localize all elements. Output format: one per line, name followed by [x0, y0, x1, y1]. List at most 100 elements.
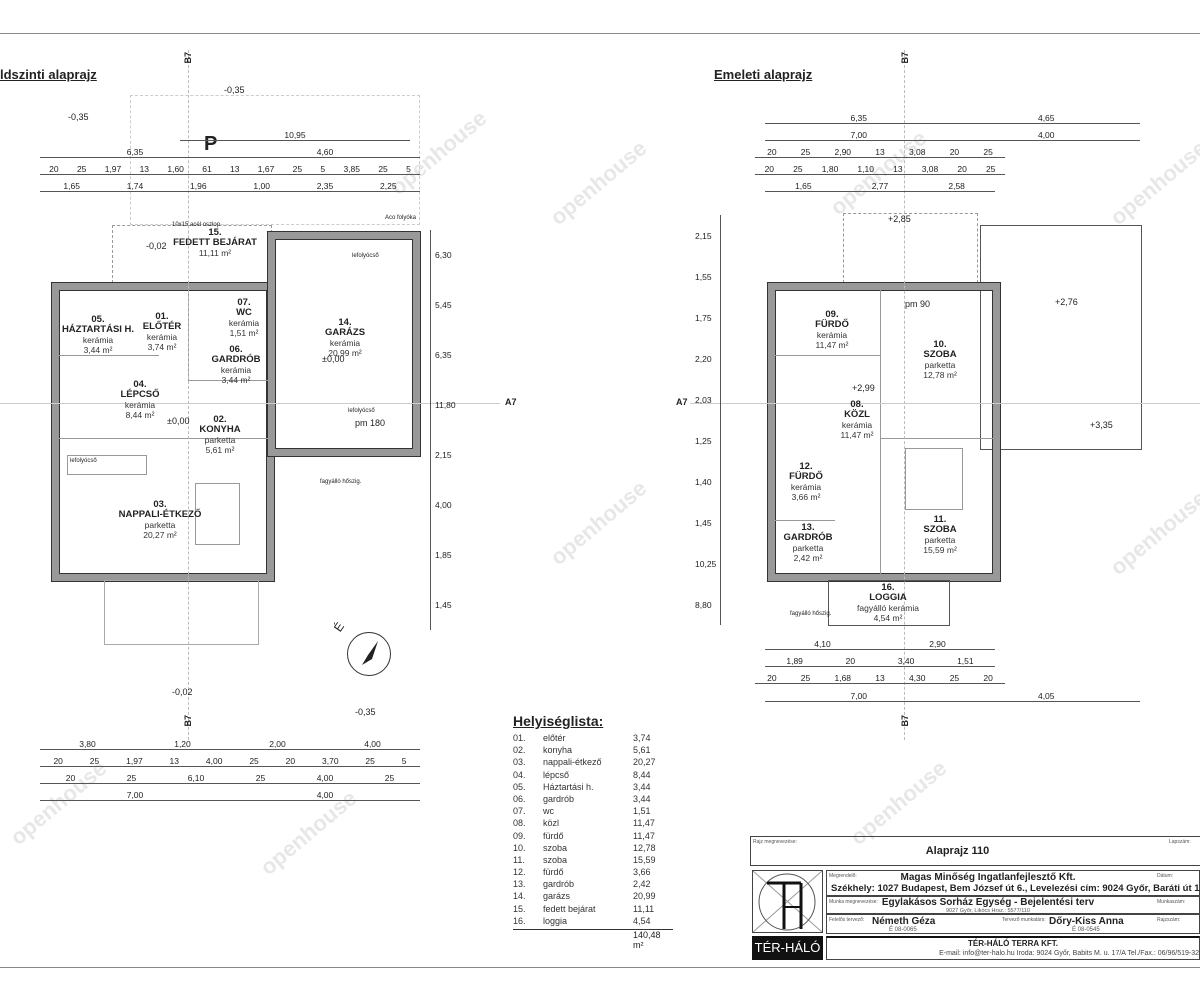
- dimension-value: 2,77: [871, 181, 889, 191]
- dimension-value: 1,25: [695, 435, 712, 446]
- watermark: openhouse: [1105, 485, 1200, 580]
- field-label: Munka megnevezése:: [829, 899, 878, 905]
- dimension-value: 13: [875, 673, 885, 683]
- dimension-value: 4,05: [1037, 691, 1055, 701]
- field-label: Megrendelő:: [829, 873, 857, 879]
- sheet-top-border: [0, 33, 1200, 34]
- interior-wall: [188, 380, 268, 381]
- room-number: 14.: [513, 891, 526, 902]
- axis-line-b7: [188, 50, 189, 740]
- dimension-value: 3,40: [897, 656, 915, 666]
- dimension-value: 2,15: [435, 450, 452, 460]
- room-number: 07.: [513, 806, 526, 817]
- room-area: 3,44: [633, 793, 651, 804]
- dimension-value: 1,20: [174, 739, 191, 749]
- room-number: 04.: [513, 769, 526, 780]
- dimension-value: 5: [320, 164, 326, 174]
- dimension-value: 6,35: [435, 350, 452, 360]
- axis-label-b7: B7: [900, 715, 910, 727]
- dimension-value: 4,00: [1037, 130, 1055, 140]
- dimension-value: 20: [767, 147, 777, 157]
- dimension-value: 3,08: [908, 147, 926, 157]
- sheet-bottom-border: [0, 967, 1200, 968]
- axis-label-b7: B7: [183, 715, 193, 727]
- room-number: 15.: [513, 903, 526, 914]
- client-box: Megrendelő: Magas Minőség Ingatlanfejles…: [826, 870, 1200, 896]
- roof-outline: [843, 213, 978, 283]
- dimension-value: 4,65: [1037, 113, 1055, 123]
- room-area: 11,47: [633, 830, 655, 841]
- client-address: Székhely: 1027 Budapest, Bem József út 6…: [831, 883, 1200, 894]
- dimension-value: 8,80: [695, 599, 712, 610]
- dimension-value: 1,74: [126, 181, 144, 191]
- dimension-value: 2,15: [695, 230, 712, 241]
- axis-line-a7: [0, 403, 500, 404]
- room-name: lépcső: [543, 769, 570, 780]
- room-name: előtér: [543, 733, 566, 743]
- dimension-value: 25: [126, 773, 137, 783]
- note: pm 90: [905, 299, 931, 309]
- upper-walls: [768, 283, 1000, 581]
- dimension-value: 1,97: [104, 164, 122, 174]
- interior-wall: [880, 290, 881, 580]
- axis-label-b7: B7: [183, 52, 193, 64]
- room-area: 20,27: [633, 757, 656, 768]
- co-designer-id: É 08-0545: [1072, 927, 1100, 933]
- logo-mark: [752, 870, 823, 933]
- room-name: Háztartási h.: [543, 781, 594, 792]
- room-number: 05.: [513, 781, 526, 792]
- field-label: Lapszám:: [1169, 839, 1191, 845]
- dimension-value: 20: [285, 756, 296, 766]
- room-name: fürdő: [543, 867, 564, 878]
- axis-label-b7: B7: [900, 52, 910, 64]
- level-mark: -0,02: [146, 241, 167, 251]
- axis-label-a7: A7: [676, 397, 688, 407]
- room-name: gardrób: [543, 793, 575, 804]
- loggia: [828, 580, 950, 626]
- level-mark: +3,35: [1090, 420, 1113, 430]
- dimension-value: 25: [249, 756, 259, 766]
- dimension-value: 2,00: [269, 739, 286, 749]
- room-area: 3,44: [633, 781, 651, 792]
- room-name: közl: [543, 818, 560, 829]
- watermark: openhouse: [1105, 135, 1200, 230]
- field-label: Munkaszám:: [1157, 899, 1186, 905]
- project-box: Munka megnevezése: Egylakásos Sorház Egy…: [826, 896, 1200, 914]
- terrace: [104, 580, 259, 645]
- ground-floor-heading: ldszinti alaprajz: [0, 67, 97, 82]
- north-label: É: [330, 619, 348, 635]
- room-name: fedett bejárat: [543, 903, 596, 914]
- room-area: 3,74: [633, 733, 651, 743]
- dimension-value: 13: [139, 164, 150, 174]
- dimension-value: 7,00: [126, 790, 144, 800]
- field-label: Felelős tervező:: [829, 917, 865, 923]
- dimension-value: 25: [800, 673, 811, 683]
- dimension-value: 25: [378, 164, 388, 174]
- dimension-value: 25: [292, 164, 303, 174]
- note: lefolyócső: [70, 458, 97, 464]
- dimension-value: 4,00: [205, 756, 223, 766]
- firm-box: TÉR-HÁLÓ TERRA KFT. E-mail: info@ter-hal…: [826, 936, 1200, 960]
- interior-wall: [880, 438, 993, 439]
- field-label: Dátum:: [1157, 873, 1174, 879]
- dimension-value: 20: [764, 164, 775, 174]
- sofa: [67, 455, 147, 475]
- level-mark: -0,02: [172, 687, 193, 697]
- axis-line-b7: [904, 50, 905, 740]
- room-number: 02.: [513, 745, 526, 756]
